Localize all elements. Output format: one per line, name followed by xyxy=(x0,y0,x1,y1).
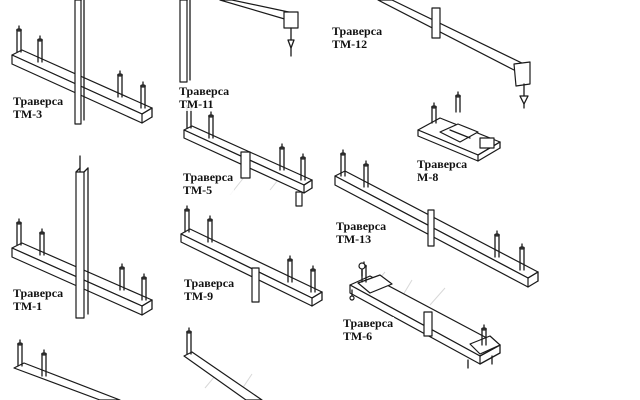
label-line2: ТМ-5 xyxy=(183,183,213,197)
label-traverse-tm12: Траверса ТМ-12 xyxy=(331,24,384,51)
label-line1: Траверса xyxy=(343,316,394,330)
label-line1: Траверса xyxy=(332,24,383,38)
label-line2: ТМ-13 xyxy=(336,232,372,246)
label-line2: ТМ-9 xyxy=(184,289,214,303)
label-line1: Траверса xyxy=(179,84,230,98)
label-traverse-tm1: Траверса ТМ-1 xyxy=(12,286,65,313)
traverse-tm11-arm xyxy=(219,0,299,57)
traverse-partial-bottom-center xyxy=(183,327,263,400)
traverse-tm6-drawing xyxy=(349,261,501,369)
label-line2: ТМ-11 xyxy=(179,97,214,111)
traverse-partial-bottom-left xyxy=(13,339,121,400)
label-line1: Траверса xyxy=(13,286,64,300)
label-traverse-tm11: Траверса ТМ-11 xyxy=(178,84,231,111)
label-line1: Траверса xyxy=(336,219,387,233)
label-line2: ТМ-3 xyxy=(13,107,43,121)
traverse-tm9-drawing xyxy=(180,205,323,307)
traverse-tm12-drawing xyxy=(377,0,531,109)
traverse-m8-drawing xyxy=(417,91,501,162)
label-traverse-tm9: Траверса ТМ-9 xyxy=(183,276,236,303)
label-line2: М-8 xyxy=(417,170,439,184)
label-traverse-tm6: Траверса ТМ-6 xyxy=(342,316,395,343)
label-line1: Траверса xyxy=(183,170,234,184)
label-traverse-m8: Траверса М-8 xyxy=(416,157,469,184)
label-line1: Траверса xyxy=(417,157,468,171)
label-line2: ТМ-1 xyxy=(13,299,43,313)
label-line2: ТМ-12 xyxy=(332,37,368,51)
label-traverse-tm5: Траверса ТМ-5 xyxy=(182,170,235,197)
label-line1: Траверса xyxy=(184,276,235,290)
traverse-tm5-drawing xyxy=(183,101,313,207)
label-traverse-tm13: Траверса ТМ-13 xyxy=(335,219,388,246)
label-line1: Траверса xyxy=(13,94,64,108)
traverse-tm13-drawing xyxy=(334,149,539,288)
label-traverse-tm3: Траверса ТМ-3 xyxy=(12,94,65,121)
traverse-tm3-drawing xyxy=(11,0,153,125)
traverse-tm11-drawing xyxy=(179,0,191,83)
traverse-tm1-drawing xyxy=(11,155,153,319)
label-line2: ТМ-6 xyxy=(343,329,373,343)
